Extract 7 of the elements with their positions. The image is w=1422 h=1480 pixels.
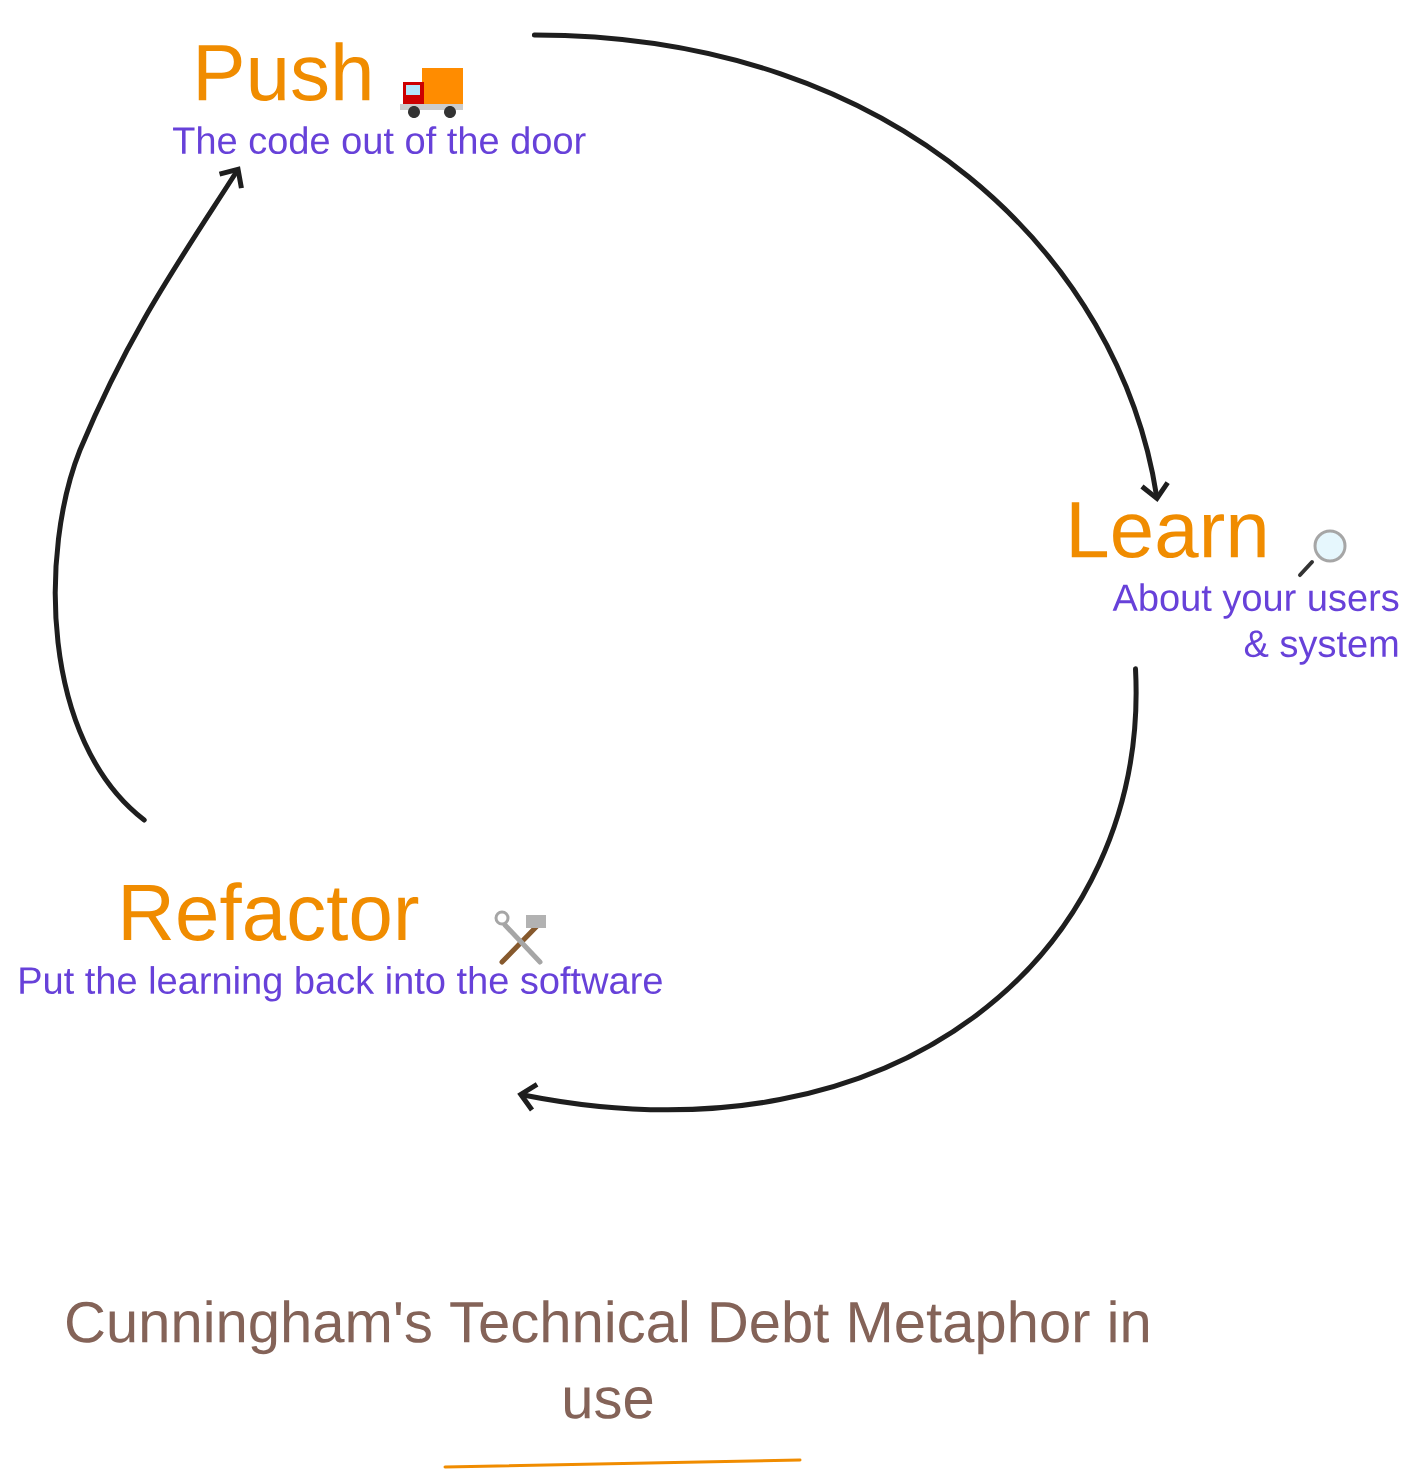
arrow [53, 166, 244, 823]
title: Cunningham's Technical Debt Metaphor in use [67, 1300, 1148, 1419]
step-label: Learn About your users & system [1071, 502, 1399, 665]
step-label: Push The code out of the door [173, 42, 586, 155]
arrow [517, 666, 1138, 1112]
arrow [531, 32, 1170, 502]
step-label: Refactor Put the learning back into the software [20, 882, 662, 1002]
